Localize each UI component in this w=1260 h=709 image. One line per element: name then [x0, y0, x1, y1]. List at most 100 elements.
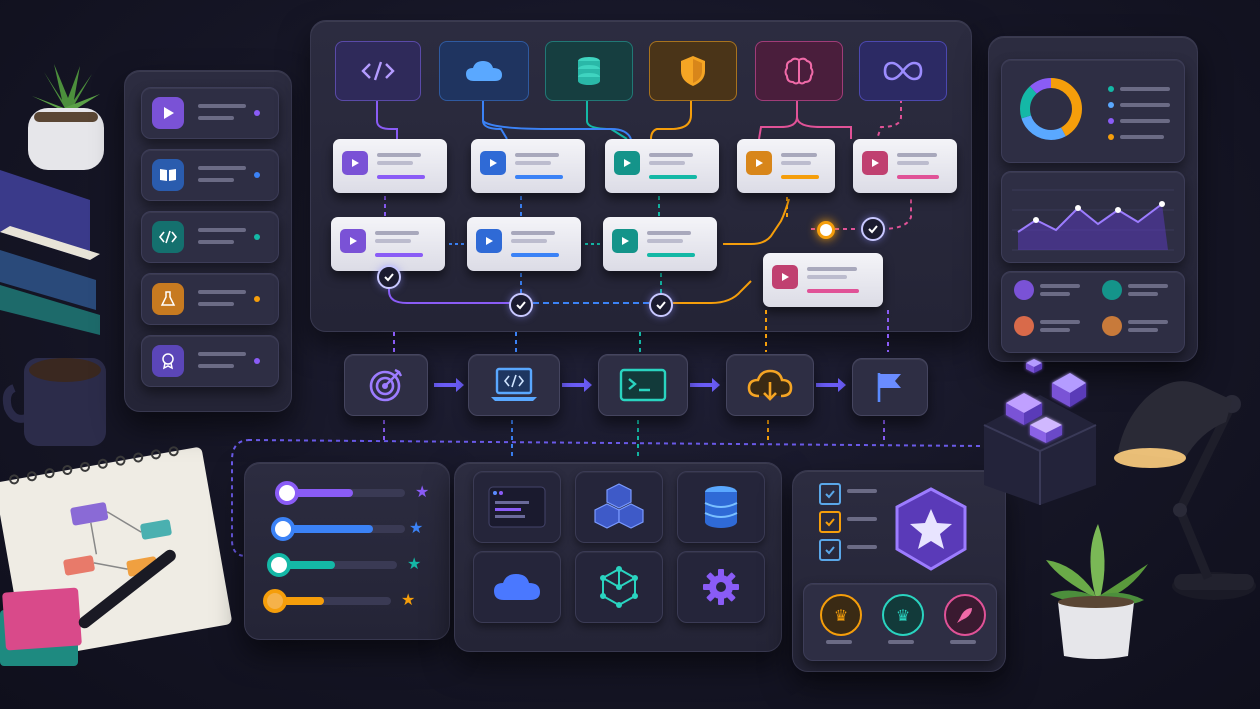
lesson-card[interactable]: [605, 139, 719, 193]
lesson-card[interactable]: [853, 139, 957, 193]
check-icon: [649, 293, 673, 317]
cloud-icon: [494, 574, 540, 600]
roadmap-connectors: [376, 99, 912, 304]
progress-fill: [285, 561, 336, 569]
check-icon: [377, 265, 401, 289]
tool-terminal[interactable]: [473, 471, 561, 543]
progress-track: [283, 597, 391, 605]
certificate-icon: [152, 345, 184, 377]
code-icon: [152, 221, 184, 253]
cubes-icon: [594, 483, 644, 529]
star-icon: ★: [409, 518, 424, 537]
progress-node: [263, 589, 287, 613]
sticky-notes: [0, 587, 82, 670]
avatar: [1102, 316, 1122, 336]
sidebar-item-code[interactable]: [141, 211, 279, 263]
gear-icon: [703, 569, 739, 605]
lesson-card[interactable]: [333, 139, 447, 193]
tool-cloud[interactable]: [473, 551, 561, 623]
play-icon: [152, 97, 184, 129]
book-icon: [152, 159, 184, 191]
tool-containers[interactable]: [575, 471, 663, 543]
checkbox[interactable]: [819, 511, 841, 533]
progress-fill: [283, 597, 325, 605]
progress-fill: [289, 525, 373, 533]
area-chart: [1012, 189, 1174, 251]
progress-track: [285, 561, 397, 569]
play-icon: [612, 229, 638, 253]
play-icon: [772, 265, 798, 289]
badge-icon: [893, 487, 969, 575]
play-icon: [476, 229, 502, 253]
analytics-panel: [988, 36, 1198, 362]
line-chart-widget[interactable]: [1001, 171, 1185, 263]
avatar: [1102, 280, 1122, 300]
students-widget[interactable]: [1001, 271, 1185, 353]
star-icon: ★: [415, 482, 430, 501]
shield-icon[interactable]: [649, 41, 737, 101]
plant-pot-right: [1040, 520, 1152, 660]
coffee-mug: [2, 348, 114, 448]
trophy-row: ♛ ♛: [803, 583, 997, 661]
infinity-icon[interactable]: [859, 41, 947, 101]
terminal-window-icon: [488, 486, 546, 528]
brain-icon[interactable]: [755, 41, 843, 101]
sidebar-item-reading[interactable]: [141, 149, 279, 201]
lesson-card[interactable]: [737, 139, 835, 193]
code-icon[interactable]: [335, 41, 421, 101]
node-dot: [817, 221, 835, 239]
step-learn[interactable]: [468, 354, 560, 416]
achievements-panel: ♛ ♛: [792, 470, 1006, 672]
sidebar-item-videos[interactable]: [141, 87, 279, 139]
step-practice[interactable]: [598, 354, 688, 416]
play-icon: [862, 151, 888, 175]
play-icon: [340, 229, 366, 253]
check-icon: [509, 293, 533, 317]
progress-track: [289, 525, 405, 533]
check-icon: [861, 217, 885, 241]
tool-settings[interactable]: [677, 551, 765, 623]
lesson-card[interactable]: [331, 217, 445, 271]
step-finish[interactable]: [852, 358, 928, 416]
target-icon: [369, 368, 403, 402]
cloud-icon[interactable]: [439, 41, 529, 101]
desk-lamp: [1104, 360, 1260, 610]
plant-pot-left: [24, 60, 108, 170]
lesson-card[interactable]: [603, 217, 717, 271]
laptop-code-icon: [491, 367, 537, 401]
flag-icon: [877, 373, 901, 402]
book-stack: [0, 160, 110, 350]
database-icon: [704, 486, 738, 528]
checkbox[interactable]: [819, 539, 841, 561]
avatar: [1014, 316, 1034, 336]
progress-track: [289, 489, 405, 497]
tools-panel: [454, 462, 782, 652]
flask-icon: [152, 283, 184, 315]
play-icon: [480, 151, 506, 175]
tool-network[interactable]: [575, 551, 663, 623]
progress-node: [275, 481, 299, 505]
trophy-icon[interactable]: ♛: [820, 594, 862, 636]
checkbox[interactable]: [819, 483, 841, 505]
avatar: [1014, 280, 1034, 300]
lesson-card[interactable]: [471, 139, 585, 193]
rocket-icon[interactable]: [944, 594, 986, 636]
lesson-card[interactable]: [467, 217, 581, 271]
database-icon[interactable]: [545, 41, 633, 101]
sidebar-item-lab[interactable]: [141, 273, 279, 325]
step-goal[interactable]: [344, 354, 428, 416]
step-deploy[interactable]: [726, 354, 814, 416]
lesson-card[interactable]: [763, 253, 883, 307]
sidebar-item-certificate[interactable]: [141, 335, 279, 387]
progress-panel: ★ ★ ★ ★: [244, 462, 450, 640]
donut-widget[interactable]: [1001, 59, 1185, 163]
cloud-deploy-icon: [747, 369, 793, 401]
progress-node: [267, 553, 291, 577]
course-sidebar: [124, 70, 292, 412]
trophy-icon[interactable]: ♛: [882, 594, 924, 636]
roadmap-board: [310, 20, 972, 332]
terminal-icon: [619, 368, 667, 402]
tool-database[interactable]: [677, 471, 765, 543]
glowing-cubes: [980, 355, 1100, 505]
